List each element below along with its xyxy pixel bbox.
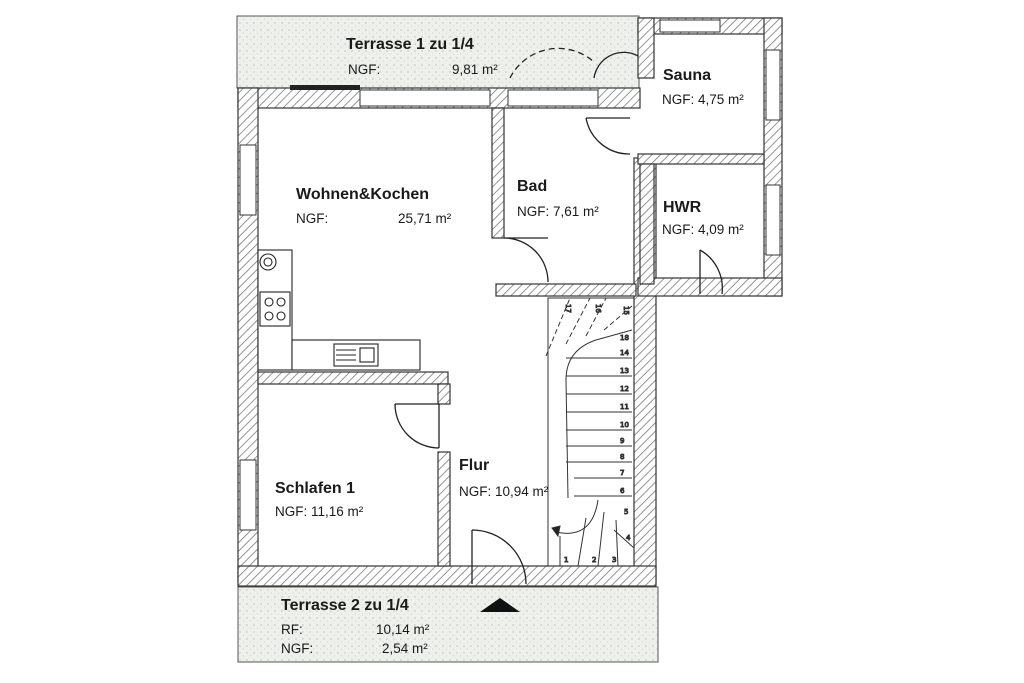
- entrance-arrow-icon: [480, 598, 520, 612]
- stair-arrow-head-icon: [551, 525, 561, 538]
- bad-ngf: NGF: 7,61 m²: [517, 204, 599, 219]
- terrace-1-area: [236, 15, 640, 89]
- wohnen-ngf-value: 25,71 m²: [398, 211, 452, 226]
- kitchen-counter: [257, 249, 421, 371]
- stair-step-number: 12: [620, 385, 629, 393]
- schlafen-1-ngf: NGF: 11,16 m²: [275, 504, 364, 519]
- doors: [394, 47, 724, 585]
- stove-icon: [264, 297, 274, 307]
- stair-step-number: 11: [620, 403, 629, 411]
- terrace-1-ngf-label: NGF:: [348, 62, 381, 77]
- interior-walls: [257, 107, 765, 567]
- schlafen-1-title: Schlafen 1: [275, 480, 356, 497]
- stair-step-number: 16: [594, 304, 602, 313]
- terrace-2-rf-label: RF:: [281, 622, 303, 637]
- stair-step-number: 3: [612, 556, 616, 564]
- terrace-1-title: Terrasse 1 zu 1/4: [346, 36, 474, 53]
- terrace-1-ngf-value: 9,81 m²: [452, 62, 498, 77]
- stair-step-number: 9: [620, 437, 624, 445]
- stair-step-number: 18: [620, 334, 629, 342]
- stair-step-number: 1: [564, 556, 568, 564]
- stair-inner-line: [565, 329, 633, 499]
- stair-step-number: 7: [620, 469, 624, 477]
- stair-step-number: 6: [620, 487, 625, 495]
- wohnen-ngf-label: NGF:: [296, 211, 329, 226]
- window-sill-dark: [290, 85, 360, 90]
- stair-step-number: 2: [592, 556, 596, 564]
- stair-step-number: 10: [620, 421, 629, 429]
- stair-step-number: 13: [620, 367, 629, 375]
- stair-step-number: 17: [564, 304, 572, 313]
- stair-step: [613, 529, 635, 549]
- stair-step: [597, 511, 605, 567]
- flur-ngf: NGF: 10,94 m²: [459, 484, 549, 499]
- flur-title: Flur: [459, 457, 490, 474]
- stair-step: [577, 517, 587, 567]
- stair-step-upper: [585, 297, 607, 337]
- stair-step-upper: [565, 297, 591, 345]
- terrace-2-ngf-label: NGF:: [281, 641, 314, 656]
- stair-step-number: 15: [622, 306, 630, 315]
- stair-step-upper: [603, 305, 633, 331]
- stair-step-number: 14: [620, 349, 629, 357]
- wohnen-title: Wohnen&Kochen: [296, 186, 430, 203]
- terrace-2-title: Terrasse 2 zu 1/4: [281, 597, 409, 614]
- terrace-2-ngf-value: 2,54 m²: [382, 641, 428, 656]
- sauna-ngf: NGF: 4,75 m²: [662, 92, 744, 107]
- stair-step-number: 5: [624, 508, 628, 516]
- stair-step-number: 4: [626, 534, 631, 542]
- stair-direction-arrow-icon: [555, 499, 599, 534]
- stair-step-upper: [545, 297, 571, 357]
- stair-outline: [547, 297, 635, 567]
- windows: [239, 19, 781, 531]
- hwr-ngf: NGF: 4,09 m²: [662, 222, 744, 237]
- stair-step-number: 8: [620, 453, 624, 461]
- sauna-title: Sauna: [663, 67, 712, 84]
- bad-title: Bad: [517, 178, 548, 195]
- stair-step: [615, 519, 619, 567]
- terrace-2-area: [237, 586, 659, 663]
- hwr-title: HWR: [663, 199, 702, 216]
- terrace-2-rf-value: 10,14 m²: [376, 622, 430, 637]
